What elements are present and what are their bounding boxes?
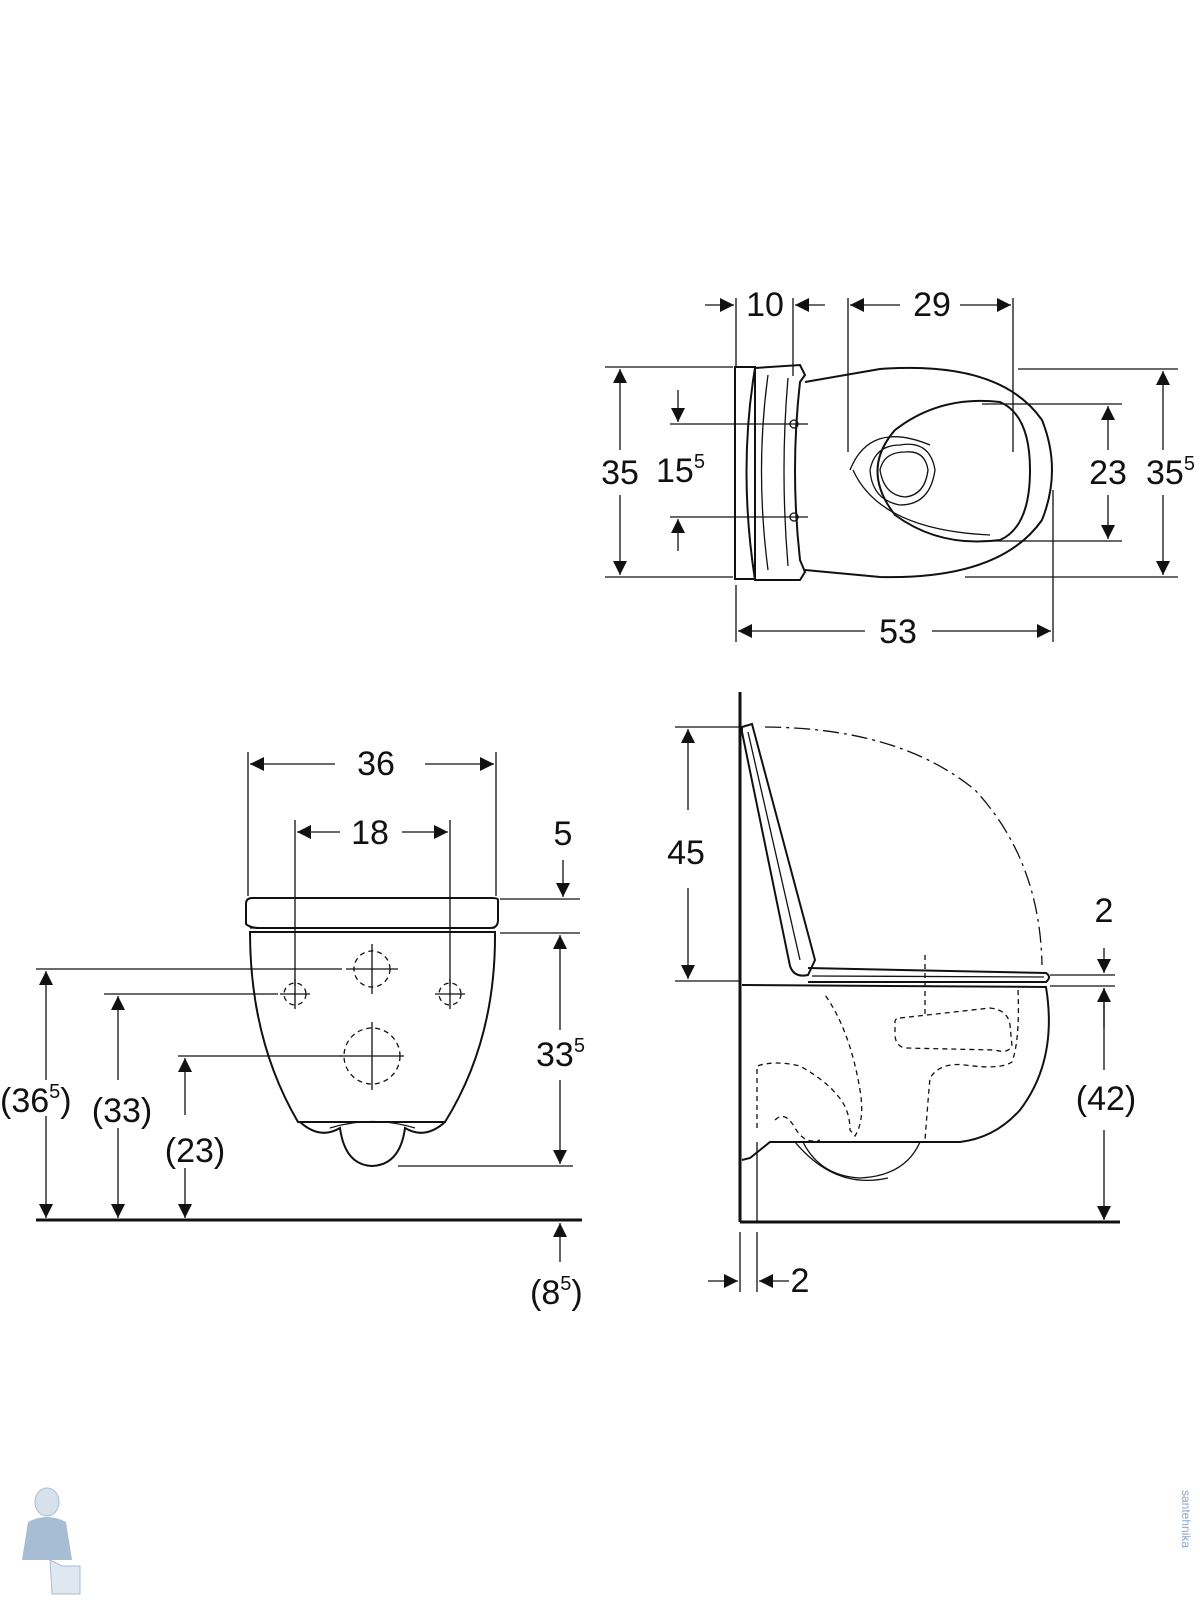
front-seat — [245, 897, 499, 929]
dim-side-wall-gap: 2 — [791, 1262, 810, 1300]
top-bowl-outline — [804, 366, 1053, 579]
front-view: 36 18 5 335 (365) (33) (23) (8 — [0, 745, 585, 1312]
dim-top-bolt-spacing: 155 — [656, 451, 705, 490]
dim-top-overall-width: 355 — [1146, 453, 1195, 492]
dim-front-bowl-height: 335 — [536, 1035, 585, 1074]
dim-side-lid-height: 45 — [667, 834, 705, 872]
watermark-text: santehnika — [1179, 1490, 1193, 1548]
front-outlet — [299, 1121, 446, 1168]
top-view: 10 29 35 155 23 355 — [601, 286, 1195, 651]
dim-front-seat-thickness: 5 — [554, 815, 573, 853]
dim-front-top-height: (365) — [0, 1081, 72, 1120]
watermark-logo — [22, 1487, 81, 1595]
dim-top-overall-length: 53 — [879, 613, 917, 651]
front-bolt-hole-top — [346, 944, 398, 994]
side-seat — [807, 967, 1050, 983]
dim-front-overall-width: 36 — [357, 745, 395, 783]
side-lid-swing — [764, 726, 1043, 966]
side-lid — [741, 722, 817, 977]
dim-top-fixing-width: 35 — [601, 454, 639, 492]
dim-front-below-floor: (85) — [530, 1273, 583, 1312]
dim-top-seat-depth: 10 — [746, 286, 784, 324]
side-bowl — [741, 984, 1050, 1161]
side-view: 45 2 (42) 2 — [667, 692, 1136, 1300]
dim-top-opening-width: 23 — [1089, 454, 1127, 492]
side-trap-path — [756, 994, 863, 1138]
top-seat-outline — [745, 363, 807, 581]
top-bowl-opening — [876, 399, 1032, 543]
front-outlet-hole — [340, 1022, 404, 1090]
dim-side-seat-height: (42) — [1076, 1080, 1136, 1118]
dim-top-opening-length: 29 — [913, 286, 951, 324]
dim-front-bolt-height: (33) — [92, 1092, 152, 1130]
dim-side-seat-gap: 2 — [1095, 892, 1114, 930]
dim-front-bolt-spacing: 18 — [351, 814, 389, 852]
top-wall-plate — [734, 366, 756, 580]
dim-front-outlet-height: (23) — [165, 1132, 225, 1170]
